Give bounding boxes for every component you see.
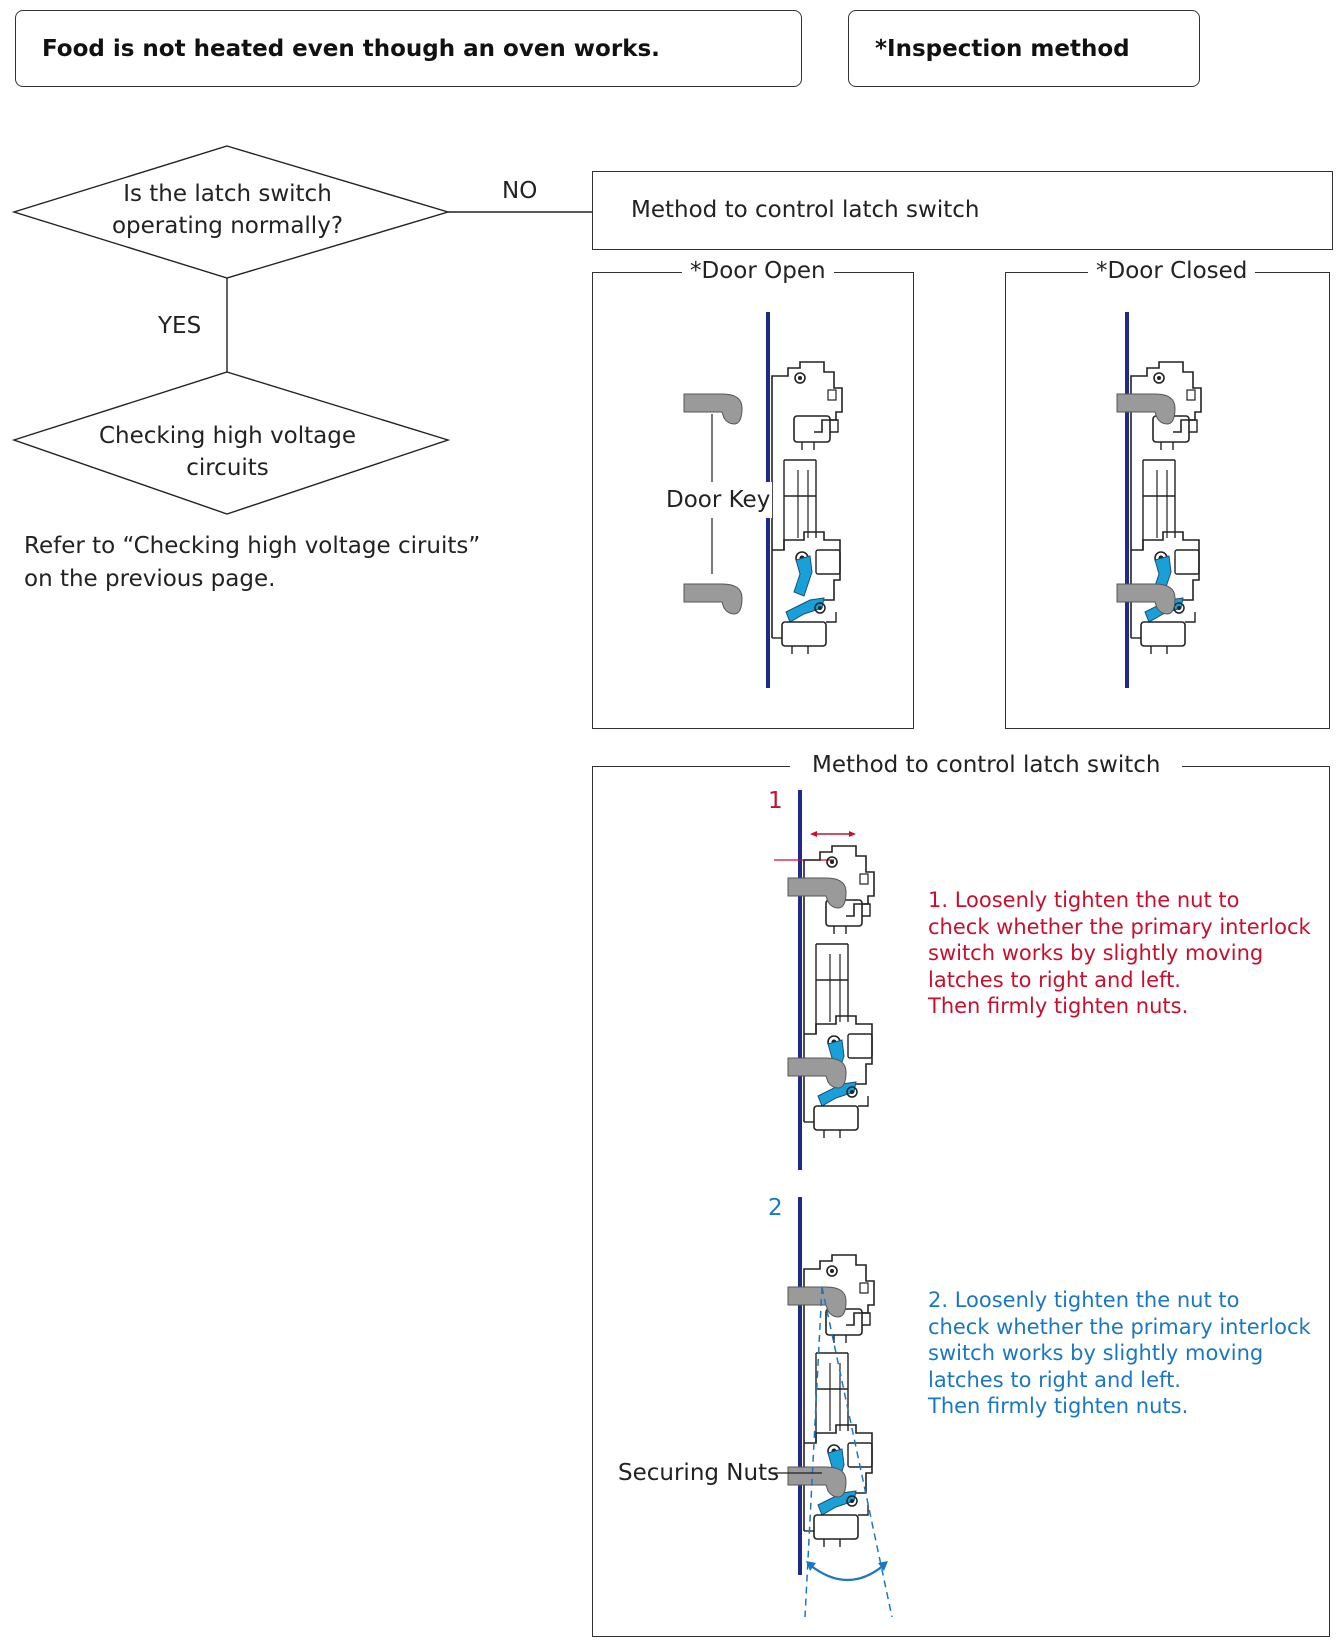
securing-nuts-label: Securing Nuts (618, 1460, 780, 1486)
step2-line5: Then firmly tighten nuts. (928, 1394, 1189, 1418)
door-key-lower (787, 1057, 847, 1089)
step2-line1: 2. Loosenly tighten the nut to (928, 1288, 1240, 1312)
decision-latch-line2: operating normally? (111, 213, 344, 239)
title-box: Food is not heated even though an oven w… (15, 10, 802, 87)
flowchart-lines (11, 145, 592, 515)
door-open-label: *Door Open (682, 257, 834, 285)
step1-line1: 1. Loosenly tighten the nut to (928, 888, 1240, 912)
securing-nut-key (787, 1466, 847, 1498)
step2-illustration (770, 1197, 893, 1618)
swing-arc (809, 1564, 885, 1582)
door-key-lower (683, 583, 743, 615)
step2-number: 2 (768, 1195, 783, 1221)
method-box: Method to control latch switch (592, 171, 1333, 250)
yes-label: YES (158, 313, 202, 339)
decision-high-voltage-text: Checking high voltage circuits (60, 420, 395, 484)
method-box-title: Method to control latch switch (631, 197, 980, 223)
door-key-upper (683, 393, 743, 425)
step1-line3: switch works by slightly moving (928, 941, 1264, 965)
step2-instructions: 2. Loosenly tighten the nut to check whe… (928, 1287, 1311, 1420)
decision-diamond-high-voltage (11, 371, 451, 515)
swing-guide-right (821, 1286, 893, 1618)
reference-note: Refer to “Checking high voltage ciruits”… (24, 530, 480, 596)
move-arrow-head-right (849, 831, 856, 837)
door-key-upper (787, 1286, 847, 1318)
decision-high-voltage-line1: Checking high voltage (98, 423, 357, 449)
step2-line3: switch works by slightly moving (928, 1341, 1264, 1365)
swing-arc-head-left (806, 1561, 816, 1571)
step1-illustration (774, 790, 875, 1170)
no-label: NO (502, 178, 538, 204)
decision-high-voltage-line2: circuits (186, 455, 269, 481)
step1-line2: check whether the primary interlock (928, 914, 1311, 939)
decision-latch-text: Is the latch switch operating normally? (60, 178, 395, 242)
door-closed-illustration (1116, 312, 1202, 688)
door-key-label: Door Key (664, 482, 773, 518)
control-panel-label: Method to control latch switch (790, 751, 1183, 779)
decision-latch-line1: Is the latch switch (123, 181, 332, 207)
door-key-upper (787, 877, 847, 909)
reference-note-line1: Refer to “Checking high voltage ciruits” (24, 533, 481, 559)
move-arrow-head-left (810, 831, 817, 837)
step2-line4: latches to right and left. (928, 1367, 1181, 1392)
door-closed-label: *Door Closed (1088, 257, 1256, 285)
latch-assembly-open (771, 361, 843, 655)
page-title: Food is not heated even though an oven w… (42, 35, 660, 62)
swing-arc-head-right (878, 1561, 888, 1571)
step1-line5: Then firmly tighten nuts. (928, 994, 1189, 1018)
step1-line4: latches to right and left. (928, 967, 1181, 992)
step1-number: 1 (768, 788, 783, 814)
inspection-method-heading: *Inspection method (875, 35, 1130, 62)
step1-instructions: 1. Loosenly tighten the nut to check whe… (928, 887, 1311, 1020)
step2-line2: check whether the primary interlock (928, 1314, 1311, 1339)
reference-note-line2: on the previous page. (24, 566, 276, 592)
inspection-method-box: *Inspection method (848, 10, 1200, 87)
